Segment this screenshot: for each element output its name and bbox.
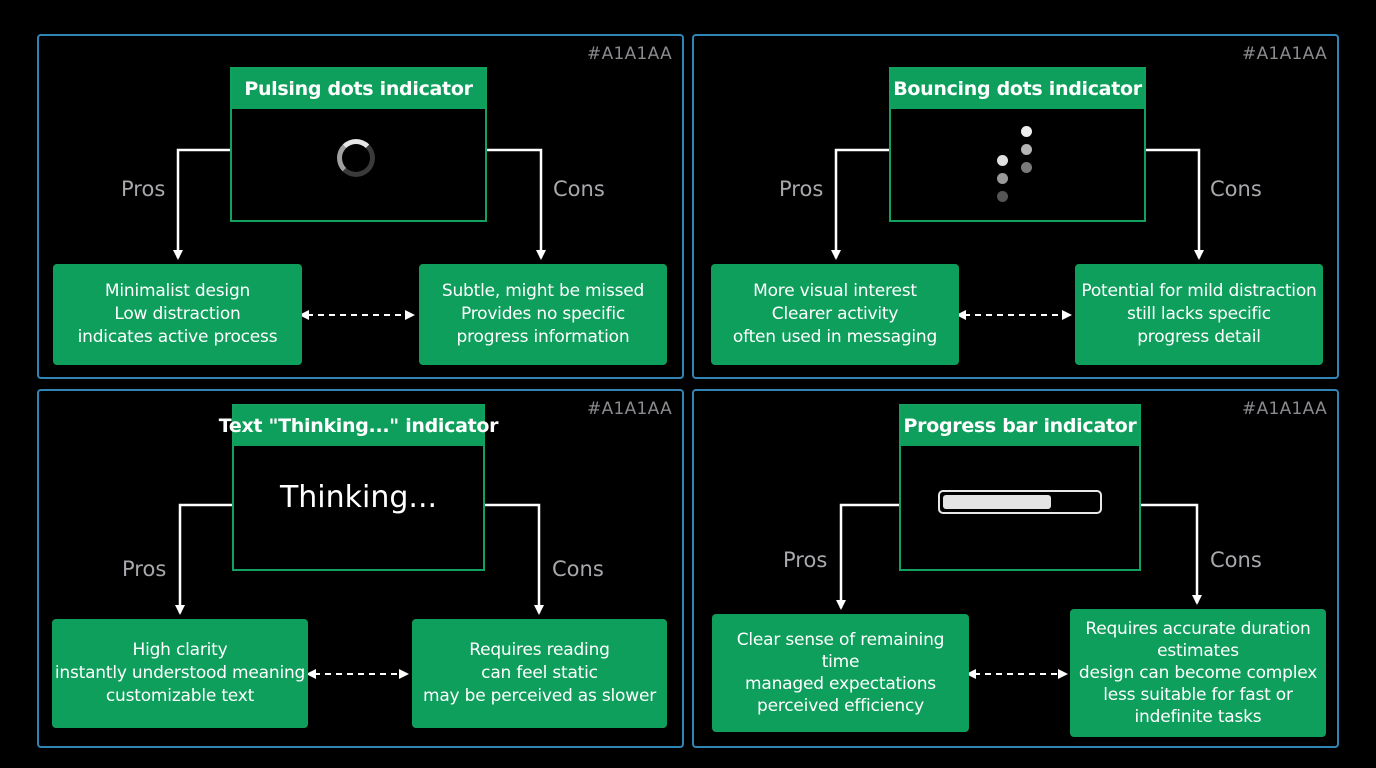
pros-box: High clarity instantly understood meaning… — [52, 619, 308, 728]
indicator-title: Text "Thinking..." indicator — [219, 406, 499, 446]
cons-label: Cons — [1210, 548, 1262, 572]
box-text-line: can feel static — [481, 663, 598, 683]
box-text-line: Low distraction — [114, 304, 241, 324]
box-text-line: perceived efficiency — [757, 696, 924, 716]
bouncing-dot-icon — [997, 191, 1008, 202]
box-text-line: Clearer activity — [771, 304, 899, 324]
color-hex-label: #A1A1AA — [1242, 399, 1327, 419]
color-hex-label: #A1A1AA — [587, 44, 672, 64]
box-text-line: progress detail — [1137, 327, 1261, 347]
box-text-line: Subtle, might be missed — [441, 281, 645, 301]
indicator-preview — [891, 109, 1144, 220]
progress-bar-fill — [943, 495, 1051, 509]
box-text-line: still lacks specific — [1127, 304, 1271, 324]
indicator-title: Progress bar indicator — [901, 406, 1139, 446]
box-text-line: Requires accurate duration — [1085, 619, 1311, 639]
progress-bar — [938, 490, 1102, 514]
bouncing-dot-icon — [997, 173, 1008, 184]
box-text-line: More visual interest — [753, 281, 917, 301]
box-text-line: High clarity — [132, 640, 228, 660]
box-text-line: indefinite tasks — [1134, 707, 1262, 727]
color-hex-label: #A1A1AA — [587, 399, 672, 419]
box-text-line: Requires reading — [469, 640, 610, 660]
box-text-line: often used in messaging — [732, 327, 938, 347]
indicator-title-box: Progress bar indicator — [899, 404, 1141, 571]
indicator-preview — [232, 109, 485, 220]
bouncing-dot-icon — [1021, 144, 1032, 155]
box-text-line: Clear sense of remaining — [736, 630, 945, 650]
indicator-title-box: Text "Thinking..." indicator Thinking... — [219, 404, 499, 571]
cons-label: Cons — [552, 557, 604, 581]
bouncing-dot-icon — [1021, 126, 1032, 137]
box-text-line: design can become complex — [1078, 663, 1318, 683]
pros-label: Pros — [783, 548, 828, 572]
box-text-line: managed expectations — [745, 674, 936, 694]
pros-label: Pros — [122, 557, 167, 581]
box-text-line: Minimalist design — [104, 281, 251, 301]
thinking-preview-text: Thinking... — [279, 480, 438, 515]
cons-label: Cons — [1210, 177, 1262, 201]
box-text-line: time — [821, 652, 860, 672]
box-text-line: Provides no specific — [460, 304, 626, 324]
box-text-line: less suitable for fast or — [1103, 685, 1293, 705]
indicator-title-box: Pulsing dots indicator — [230, 67, 487, 222]
box-text-line: customizable text — [105, 686, 255, 706]
indicator-title: Bouncing dots indicator — [891, 69, 1144, 109]
pros-label: Pros — [121, 177, 166, 201]
box-text-line: indicates active process — [77, 327, 278, 347]
box-text-line: estimates — [1157, 641, 1239, 661]
indicator-title-box: Bouncing dots indicator — [889, 67, 1146, 222]
bouncing-dot-icon — [1021, 162, 1032, 173]
box-text-line: instantly understood meaning — [54, 663, 306, 683]
indicator-title: Pulsing dots indicator — [232, 69, 485, 109]
box-text-line: Potential for mild distraction — [1081, 281, 1317, 301]
cons-box: Requires reading can feel static may be pe… — [412, 619, 667, 728]
cons-label: Cons — [553, 177, 605, 201]
box-text-line: may be perceived as slower — [422, 686, 657, 706]
pros-label: Pros — [779, 177, 824, 201]
indicator-preview — [901, 446, 1139, 569]
indicator-preview: Thinking... — [234, 446, 483, 569]
cons-box: Potential for mild distraction still lack… — [1075, 264, 1323, 365]
color-hex-label: #A1A1AA — [1242, 44, 1327, 64]
box-text-line: progress information — [456, 327, 630, 347]
bouncing-dot-icon — [997, 155, 1008, 166]
spinner-icon — [337, 139, 375, 177]
